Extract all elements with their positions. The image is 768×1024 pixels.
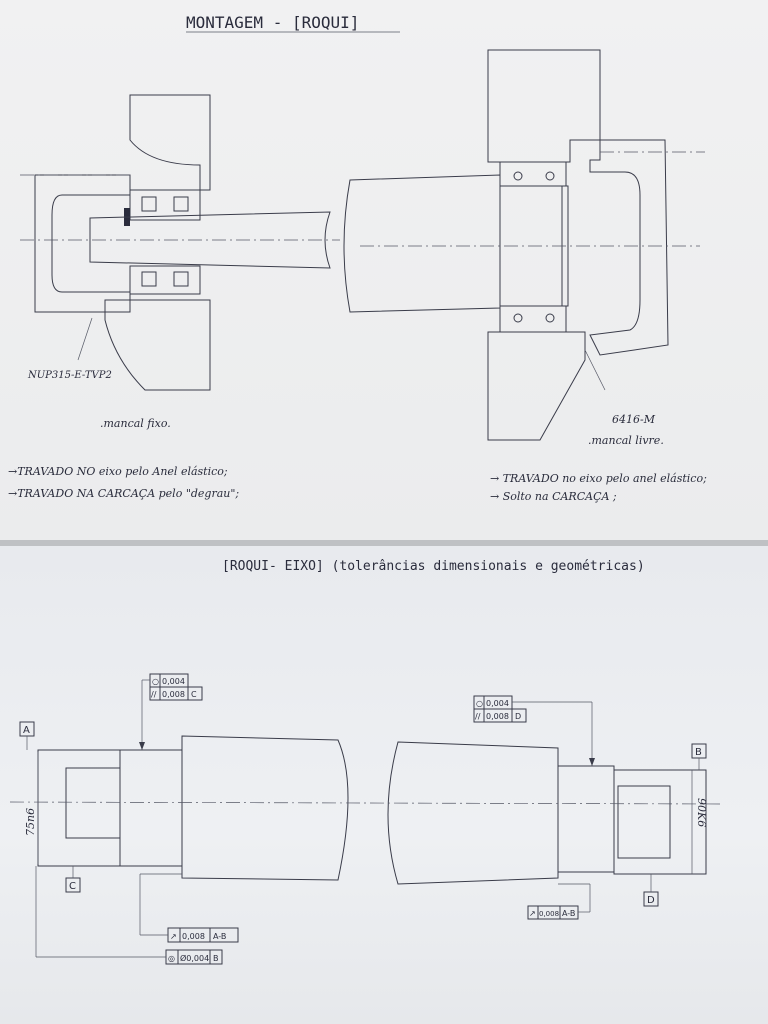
- floating-note-1: → TRAVADO no eixo pelo anel elástico;: [490, 472, 707, 485]
- svg-text:C: C: [69, 881, 76, 892]
- svg-text:B: B: [695, 747, 702, 758]
- ball-element: [513, 171, 523, 181]
- floating-bearing-code: 6416-M: [612, 413, 656, 426]
- floating-bearing-assembly: [343, 49, 705, 441]
- shaft-tolerance-sheet: [ROQUI- EIXO] (tolerâncias dimensionais …: [0, 546, 768, 1024]
- svg-text:B: B: [213, 954, 219, 963]
- ball-element: [545, 313, 555, 323]
- svg-text:↗: ↗: [529, 909, 536, 918]
- svg-text:○: ○: [152, 677, 159, 686]
- centerline: [9, 801, 721, 805]
- shaft-step-90: [613, 769, 707, 875]
- dimension-90K6: 90K6: [695, 798, 708, 827]
- dimension-75n6: 75n6: [24, 808, 37, 836]
- fcf-bottom-runout: ↗ 0,008 A-B: [139, 873, 239, 943]
- keyseat: [617, 785, 671, 859]
- housing-lower-section: [104, 299, 211, 391]
- assembly-sketch: MONTAGEM - [ROQUI] NUP315-E-TVP2: [8, 13, 707, 503]
- floating-note-2: → Solto na CARCAÇA ;: [490, 490, 617, 503]
- svg-text:0,008: 0,008: [182, 932, 205, 941]
- shaft-right-half: [387, 741, 707, 885]
- svg-text://: //: [151, 690, 157, 699]
- svg-text:0,008: 0,008: [162, 690, 185, 699]
- svg-text:A-B: A-B: [213, 932, 226, 941]
- svg-text:D: D: [647, 895, 655, 906]
- shaft-shoulder: [119, 749, 183, 867]
- keyseat: [65, 767, 121, 839]
- housing-lower-section: [487, 331, 586, 441]
- fcf-bottom-concentric: ◎ Ø0,004 B: [35, 866, 223, 965]
- svg-text://: //: [475, 712, 481, 721]
- svg-text:↗: ↗: [170, 932, 177, 941]
- leader-line: [584, 349, 606, 391]
- shaft-tolerance-drawing: [ROQUI- EIXO] (tolerâncias dimensionais …: [9, 559, 721, 965]
- fcf-left-top: ○ 0,004 // 0,008 C: [139, 673, 203, 750]
- bearing-outer-ring-top: [499, 161, 567, 187]
- shaft-left-half: [37, 735, 349, 881]
- shaft-body-right: [387, 741, 559, 885]
- assembly-sketch-sheet: MONTAGEM - [ROQUI] NUP315-E-TVP2: [0, 0, 768, 540]
- fcf-right-runout: ↗ 0,008 A-B: [527, 883, 591, 920]
- datum-C: C: [65, 866, 81, 893]
- datum-B: B: [691, 743, 707, 770]
- svg-text:D: D: [515, 712, 521, 721]
- svg-text:○: ○: [476, 699, 483, 708]
- fixed-bearing-caption: .mancal fixo.: [100, 417, 171, 430]
- shaft-shoulder: [557, 765, 615, 873]
- bearing-cap-section: [589, 139, 669, 356]
- svg-text:0,008: 0,008: [539, 910, 559, 918]
- bearing-outer-ring-bottom: [499, 305, 567, 333]
- bearing-outer-ring-bottom: [129, 265, 201, 295]
- roller-element: [141, 196, 157, 212]
- bearing-cap-section: [34, 174, 131, 313]
- roller-element: [173, 196, 189, 212]
- datum-D: D: [643, 874, 659, 907]
- shaft-title: [ROQUI- EIXO] (tolerâncias dimensionais …: [222, 559, 645, 574]
- leader-line: [77, 317, 93, 361]
- svg-text:A-B: A-B: [562, 909, 575, 918]
- fcf-right-top: ○ 0,004 // 0,008 D: [473, 695, 595, 766]
- datum-A: A: [19, 721, 35, 750]
- floating-bearing-caption: .mancal livre.: [588, 434, 664, 447]
- svg-text:A: A: [23, 725, 30, 736]
- shaft-body-left: [181, 735, 349, 881]
- shaft-end-right: [343, 174, 501, 313]
- fixed-bearing-assembly: [20, 94, 340, 391]
- housing-upper-section: [129, 94, 211, 191]
- svg-text:Ø0,004: Ø0,004: [180, 953, 209, 963]
- fixed-bearing-code: NUP315-E-TVP2: [27, 370, 112, 381]
- fixed-note-1: →TRAVADO NO eixo pelo Anel elástico;: [8, 465, 228, 478]
- roller-element: [173, 271, 189, 287]
- roller-element: [141, 271, 157, 287]
- ball-element: [545, 171, 555, 181]
- housing-upper-section: [487, 49, 601, 163]
- svg-text:◎: ◎: [168, 954, 175, 963]
- shaft-end-left: [89, 211, 331, 269]
- svg-text:0,004: 0,004: [162, 677, 185, 686]
- ball-element: [513, 313, 523, 323]
- bearing-outer-ring-top: [129, 189, 201, 221]
- svg-text:0,008: 0,008: [486, 712, 509, 721]
- svg-text:C: C: [191, 690, 197, 699]
- fixed-note-2: →TRAVADO NA CARCAÇA pelo "degrau";: [8, 487, 239, 500]
- assembly-title: MONTAGEM - [ROQUI]: [186, 13, 359, 32]
- shaft-step-75: [37, 749, 121, 867]
- svg-text:0,004: 0,004: [486, 699, 509, 708]
